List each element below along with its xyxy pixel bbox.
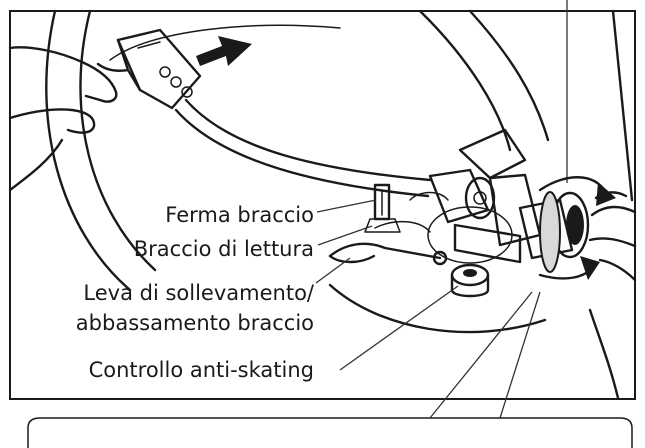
bottom-callout-box — [28, 418, 632, 448]
counterweight-ring — [540, 192, 560, 272]
diagram-frame — [10, 11, 635, 399]
label-arm-lift-2: abbassamento braccio — [76, 311, 314, 335]
label-arm-lift: Leva di sollevamento/ — [83, 281, 315, 305]
label-anti-skating: Controllo anti-skating — [89, 358, 314, 382]
label-tone-arm: Braccio di lettura — [134, 237, 314, 261]
label-arm-rest: Ferma braccio — [165, 203, 314, 227]
